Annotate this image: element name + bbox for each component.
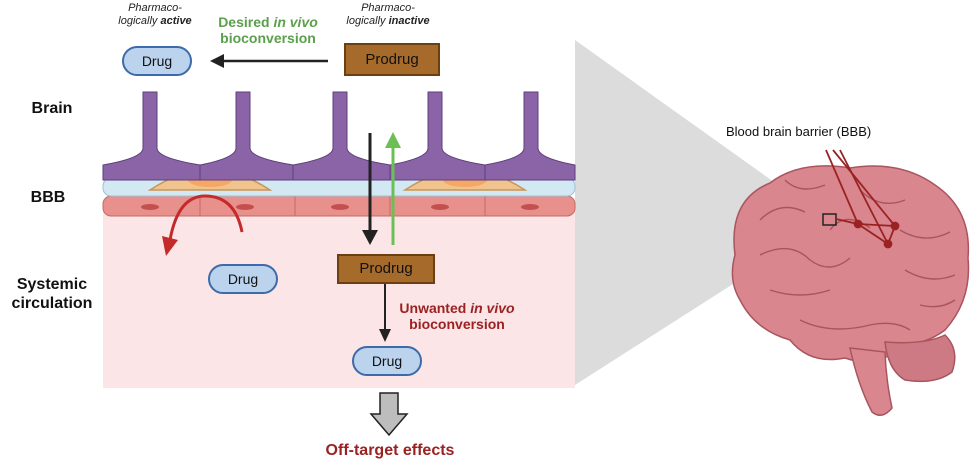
off-target-arrow	[369, 392, 409, 437]
inactive-note-plain: logically	[346, 15, 389, 27]
desired-plain: Desired	[218, 14, 274, 30]
endothelial-cells	[102, 195, 576, 217]
inactive-note: Pharmaco- logically inactive	[328, 2, 448, 28]
drug-bottom-pill: Drug	[352, 346, 422, 376]
prodrug-entry-arrow	[362, 133, 378, 245]
drug-efflux-arrow	[162, 194, 244, 256]
unwanted-conversion-label: Unwanted in vivo bioconversion	[392, 300, 522, 332]
active-note-line1: Pharmaco-	[128, 2, 182, 14]
bbb-callout-label: Blood brain barrier (BBB)	[726, 124, 872, 139]
unwanted-italic: in vivo	[470, 300, 515, 316]
drug-brain-pill: Drug	[122, 46, 192, 76]
astrocyte-endfeet	[102, 91, 576, 181]
prodrug-circulation-box: Prodrug	[337, 254, 435, 284]
zoom-cone	[575, 40, 830, 385]
active-note-bold: active	[160, 15, 192, 27]
unwanted-plain: Unwanted	[399, 300, 471, 316]
prodrug-brain-box: Prodrug	[344, 43, 440, 76]
desired-line1: Desired in vivo	[208, 14, 328, 30]
active-note-plain: logically	[118, 15, 161, 27]
brain-illustration	[731, 149, 970, 416]
bbb-label: BBB	[30, 189, 66, 206]
desired-italic: in vivo	[273, 14, 318, 30]
conversion-arrow	[210, 54, 328, 68]
circulation-area	[103, 208, 575, 388]
desired-conversion-label: Desired in vivo bioconversion	[208, 14, 328, 46]
systemic-label: Systemic circulation	[11, 276, 93, 312]
brain-label: Brain	[31, 100, 73, 117]
off-target-label: Off-target effects	[325, 442, 455, 459]
inactive-note-line1: Pharmaco-	[361, 2, 415, 14]
unwanted-line2: bioconversion	[409, 316, 505, 332]
inactive-note-bold: inactive	[388, 15, 430, 27]
desired-line2: bioconversion	[220, 30, 316, 46]
drug-circulation-pill: Drug	[208, 264, 278, 294]
active-note: Pharmaco- logically active	[100, 2, 210, 28]
active-note-line2: logically active	[100, 15, 210, 28]
unwanted-arrow	[379, 283, 391, 342]
unwanted-line1: Unwanted in vivo	[392, 300, 522, 316]
inactive-note-line2: logically inactive	[328, 15, 448, 28]
prodrug-crossing-arrow	[385, 132, 401, 245]
